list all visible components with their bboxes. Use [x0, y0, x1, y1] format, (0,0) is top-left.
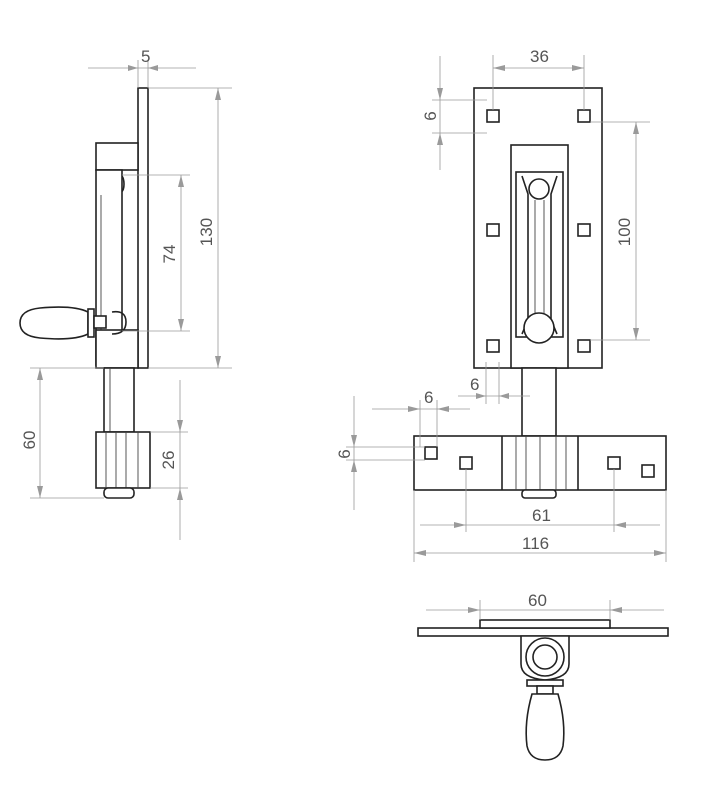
top-bolt-inner: [532, 644, 558, 670]
dim-front-width: 36: [530, 47, 549, 66]
dim-side-bolt-travel: 60: [20, 431, 39, 450]
dim-keeper-edge-offset-y: 6: [335, 449, 354, 458]
side-bolt-tip: [103, 487, 135, 499]
dim-front-edge-offset: 6: [421, 111, 440, 120]
side-bolt-shaft: [103, 367, 135, 433]
dim-front-hole-spacing: 100: [615, 218, 634, 246]
top-bolt-outer: [525, 637, 565, 677]
side-keeper-block: [95, 431, 151, 489]
keeper-screw-hole: [424, 446, 438, 460]
top-dimensions: 60: [426, 591, 664, 620]
side-knob-handle: [19, 306, 89, 340]
dim-side-thickness: 5: [141, 47, 150, 66]
dim-side-hole-spacing: 74: [160, 245, 179, 264]
side-view: [19, 87, 151, 499]
front-lower-knob: [523, 312, 555, 344]
dim-top-width: 60: [528, 591, 547, 610]
top-view: [417, 619, 669, 761]
side-lower-hook: [111, 310, 127, 335]
dim-front-bottom-offset: 6: [470, 375, 479, 394]
top-staple: [520, 635, 570, 681]
keeper-view: [413, 435, 667, 499]
front-dimensions: 36 6 100 6: [421, 47, 650, 404]
side-knob-stem: [93, 315, 107, 329]
dim-keeper-width: 116: [522, 534, 549, 553]
top-knob-stem: [536, 685, 554, 695]
front-screw-hole: [486, 223, 500, 237]
keeper-dimensions: 6 6 61 116: [335, 388, 667, 562]
dim-side-height: 130: [197, 218, 216, 246]
side-plate: [137, 87, 149, 369]
dim-keeper-edge-offset-x: 6: [424, 388, 433, 407]
top-bolt-base: [479, 619, 611, 629]
keeper-bolt-tip: [521, 489, 557, 499]
front-screw-hole: [577, 223, 591, 237]
dim-keeper-hole-spacing: 61: [532, 506, 551, 525]
front-screw-hole: [577, 339, 591, 353]
front-view: [473, 87, 603, 437]
top-keeper-plate: [417, 627, 669, 637]
keeper-screw-hole: [641, 464, 655, 478]
top-knob-collar: [526, 679, 564, 687]
side-knob-collar: [87, 308, 95, 338]
front-upper-knob: [528, 178, 550, 200]
side-lower-staple: [95, 329, 139, 369]
top-knob-handle: [525, 693, 565, 761]
front-bolt-shaft: [521, 367, 557, 437]
side-dimensions: 5 130 74 60 26: [20, 47, 232, 540]
front-screw-hole: [486, 339, 500, 353]
dim-side-keeper-height: 26: [159, 451, 178, 470]
side-upper-staple: [95, 142, 139, 171]
